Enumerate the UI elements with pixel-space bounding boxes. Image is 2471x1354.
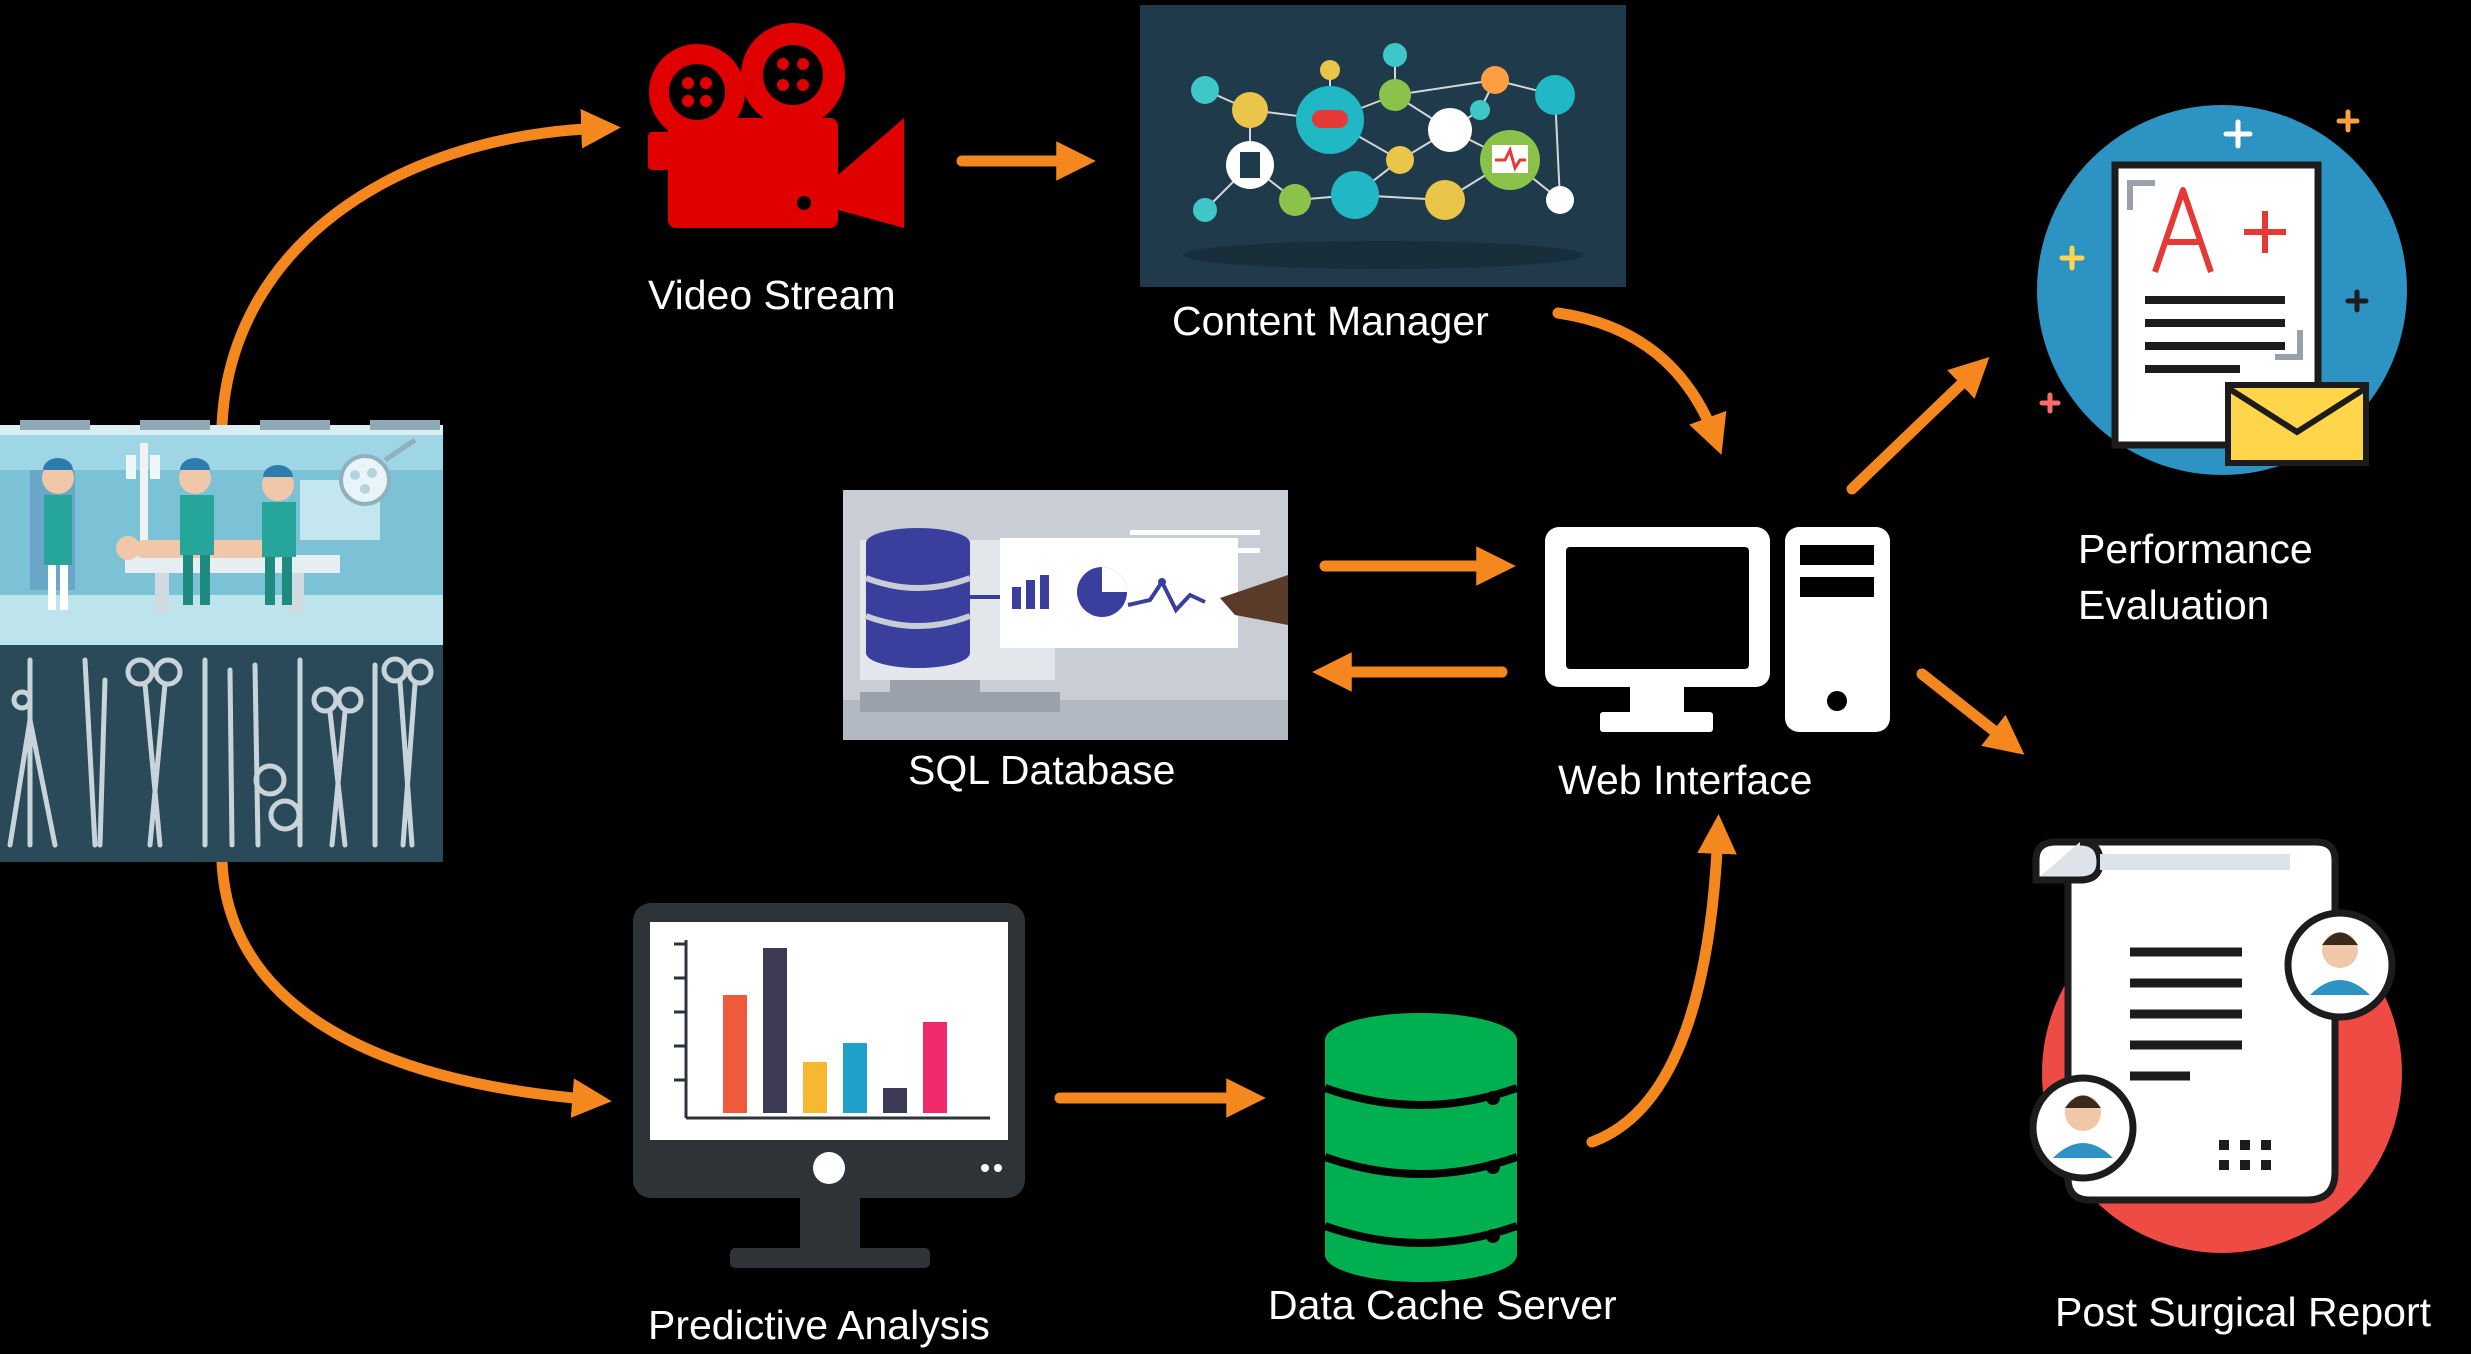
arrow-cache-to-web	[1586, 814, 1737, 1148]
data-cache-server-label: Data Cache Server	[1268, 1282, 1617, 1328]
web-interface-label: Web Interface	[1558, 757, 1813, 803]
post-surgical-report-label: Post Surgical Report	[2055, 1289, 2432, 1335]
arrow-content-to-web	[1552, 307, 1727, 455]
network-icon	[1140, 5, 1626, 287]
video-camera-icon	[648, 23, 904, 228]
content-manager-label: Content Manager	[1172, 298, 1489, 344]
bar-chart-monitor-icon	[633, 903, 1025, 1268]
predictive-analysis-label: Predictive Analysis	[648, 1302, 990, 1348]
video-stream-label: Video Stream	[648, 272, 896, 318]
performance-evaluation-label-line1: Performance	[2078, 526, 2313, 572]
arrow-surgery-to-predictive	[216, 856, 612, 1118]
database-server-icon	[1323, 1013, 1519, 1282]
database-dashboard-image	[843, 490, 1288, 740]
arrow-web-to-performance	[1846, 357, 1990, 495]
arrow-surgery-to-video	[216, 108, 621, 431]
arrow-web-to-report	[1916, 668, 2025, 755]
desktop-computer-icon	[1545, 527, 1890, 732]
performance-evaluation-label-line2: Evaluation	[2078, 582, 2270, 628]
surgery-room-image	[0, 420, 443, 862]
sql-database-label: SQL Database	[908, 747, 1176, 793]
report-scroll-icon	[2029, 838, 2402, 1253]
graded-report-icon	[2037, 105, 2407, 475]
